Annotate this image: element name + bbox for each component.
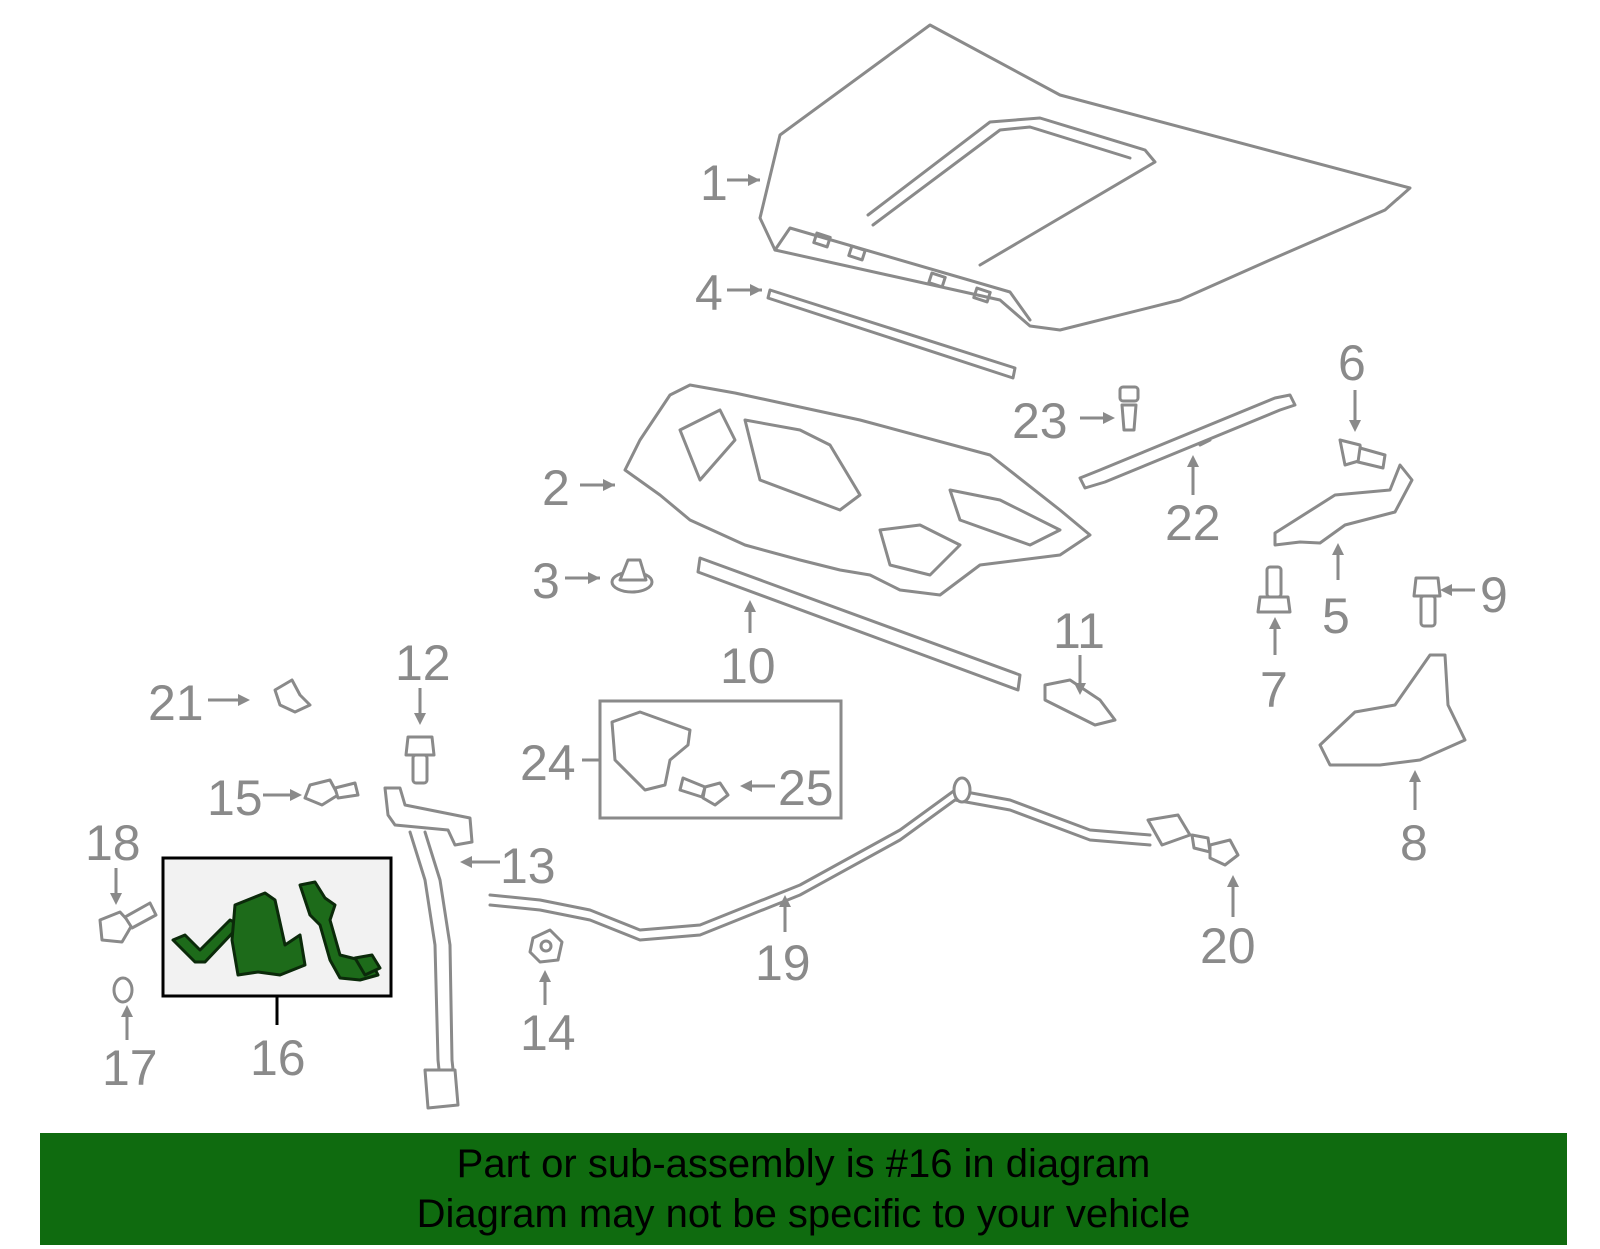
part-11-bracket[interactable] (1043, 678, 1117, 727)
callout-14[interactable]: 14 (520, 1005, 576, 1061)
callout-2[interactable]: 2 (542, 460, 570, 516)
part-4-seal[interactable] (766, 288, 1017, 380)
callout-19[interactable]: 19 (755, 935, 811, 991)
callout-5[interactable]: 5 (1322, 588, 1350, 644)
part-16-box (161, 856, 393, 1025)
callout-17[interactable]: 17 (102, 1040, 158, 1096)
callout-24[interactable]: 24 (520, 735, 576, 791)
callout-18[interactable]: 18 (85, 815, 141, 871)
part-5-hinge-bracket[interactable] (1273, 463, 1414, 547)
callout-23[interactable]: 23 (1012, 393, 1068, 449)
callout-8[interactable]: 8 (1400, 815, 1428, 871)
callout-16[interactable]: 16 (250, 1030, 306, 1086)
part-2-insulator[interactable] (623, 383, 1092, 597)
info-banner: Part or sub-assembly is #16 in diagram D… (40, 1133, 1567, 1245)
callout-4[interactable]: 4 (695, 265, 723, 321)
callout-1[interactable]: 1 (700, 155, 728, 211)
part-19-cable[interactable] (488, 776, 1192, 942)
part-8-hinge[interactable] (1318, 653, 1467, 767)
banner-line-2: Diagram may not be specific to your vehi… (416, 1192, 1191, 1236)
part-18-bolt[interactable] (98, 901, 158, 944)
part-22-strut[interactable] (1078, 393, 1297, 490)
part-3-clip[interactable] (610, 558, 654, 594)
part-9-bolt[interactable] (1412, 576, 1442, 628)
banner-line-1: Part or sub-assembly is #16 in diagram (456, 1142, 1151, 1186)
callout-11[interactable]: 11 (1053, 603, 1105, 659)
callout-13[interactable]: 13 (500, 838, 556, 894)
part-7-bolt[interactable] (1256, 565, 1292, 614)
callout-6[interactable]: 6 (1338, 335, 1366, 391)
part-13-bracket[interactable] (383, 786, 474, 1110)
part-23-clip[interactable] (1118, 385, 1140, 432)
part-16-hood-latch[interactable] (171, 880, 382, 982)
part-17-ring[interactable] (112, 976, 134, 1004)
part-14-nut[interactable] (528, 928, 564, 964)
parts-diagram: 1 4 2 3 6 23 22 5 9 7 8 10 11 21 12 24 2… (85, 23, 1508, 1110)
part-15-bolt[interactable] (303, 778, 360, 807)
callout-22[interactable]: 22 (1165, 495, 1221, 551)
callout-3[interactable]: 3 (532, 553, 560, 609)
callout-15[interactable]: 15 (207, 770, 263, 826)
part-12-bolt[interactable] (404, 735, 436, 785)
part-10-weatherstrip[interactable] (696, 556, 1022, 692)
part-24-panel[interactable] (610, 710, 692, 792)
part-25-bolt[interactable] (678, 776, 730, 807)
part-6-bolt[interactable] (1338, 438, 1387, 470)
callout-21[interactable]: 21 (148, 675, 204, 731)
leader-arrows (110, 174, 1475, 1040)
callout-10[interactable]: 10 (720, 638, 776, 694)
callout-9[interactable]: 9 (1480, 567, 1508, 623)
callout-12[interactable]: 12 (395, 635, 451, 691)
part-21-clip[interactable] (273, 678, 312, 714)
callout-25[interactable]: 25 (778, 760, 834, 816)
part-24-25-box (598, 699, 843, 820)
part-20-bolt[interactable] (1190, 833, 1240, 867)
part-1-hood[interactable] (758, 23, 1412, 332)
callout-20[interactable]: 20 (1200, 918, 1256, 974)
callout-labels: 1 4 2 3 6 23 22 5 9 7 8 10 11 21 12 24 2… (85, 155, 1508, 1096)
callout-7[interactable]: 7 (1260, 662, 1288, 718)
